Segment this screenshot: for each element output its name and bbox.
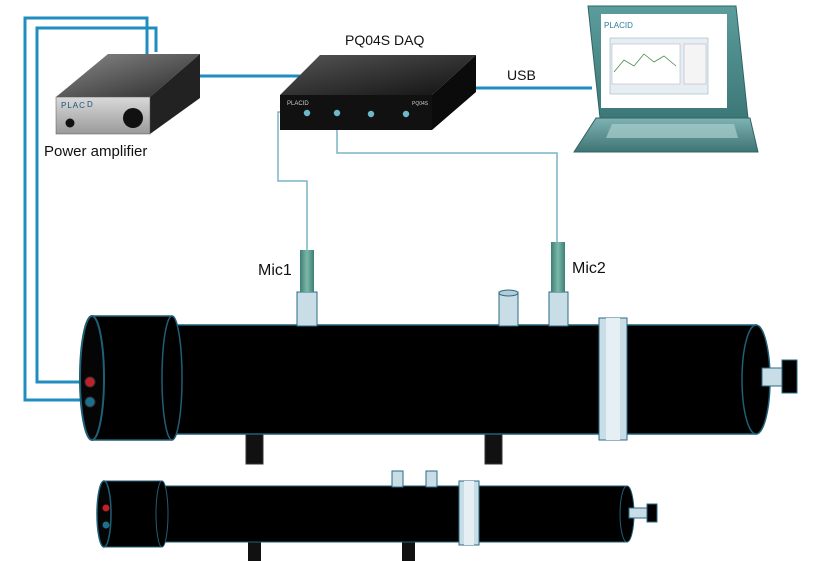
cable-amp-loop [23, 16, 158, 402]
laptop-icon: PLACID [573, 5, 759, 153]
amp-logo: PLAC [61, 101, 86, 110]
daq-input-2 [333, 109, 341, 117]
laptop-logo: PLACID [604, 21, 633, 30]
daq-input-1 [303, 109, 311, 117]
power-amplifier-label: Power amplifier [44, 143, 148, 160]
daq-box-icon: PLACID PQ04S [280, 55, 476, 130]
daq-label: PQ04S DAQ [345, 32, 425, 48]
mic1-microphone-icon [300, 250, 314, 292]
usb-label: USB [507, 67, 536, 83]
mic1-label: Mic1 [258, 262, 292, 279]
daq-model: PQ04S [412, 101, 429, 107]
daq-input-4 [402, 110, 410, 118]
power-amplifier-icon: PLAC D [55, 54, 200, 135]
jack-blue [84, 396, 96, 408]
mic2-microphone-icon [551, 242, 565, 292]
jack-red [84, 376, 96, 388]
amp-logo-tail: D [87, 100, 93, 109]
impedance-tube-icon [79, 289, 798, 465]
daq-logo: PLACID [287, 101, 309, 107]
small-impedance-tube-icon [96, 470, 658, 561]
mic2-label: Mic2 [572, 260, 606, 277]
mic-wires [277, 111, 558, 250]
daq-input-3 [367, 110, 375, 118]
